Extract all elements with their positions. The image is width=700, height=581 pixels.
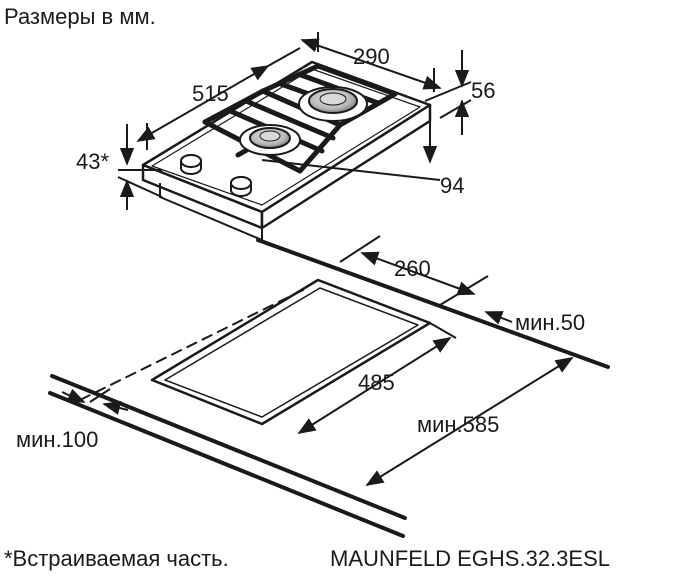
- dim-line-290: [300, 38, 442, 90]
- dim-label-260: 260: [394, 256, 431, 281]
- countertop-front-edge-top: [50, 374, 407, 520]
- dim-label-56: 56: [471, 78, 496, 103]
- dim-line-min100-left: [61, 388, 86, 403]
- dim-label-43: 43*: [76, 149, 110, 174]
- burner-rear: [298, 86, 368, 122]
- dim-label-min50: мин.50: [515, 310, 586, 335]
- hob-built-in-body: [159, 183, 263, 241]
- control-knob-left: [180, 154, 202, 175]
- dim-label-94: 94: [440, 173, 465, 198]
- countertop-back-edge: [256, 238, 610, 369]
- dim-label-515: 515: [192, 81, 229, 106]
- dim-label-290: 290: [353, 44, 390, 69]
- burner-front: [239, 124, 301, 156]
- dim-label-min100: мин.100: [16, 427, 99, 452]
- cutout-opening: [150, 278, 432, 426]
- footnote-built-in: *Встраиваемая часть.: [4, 546, 229, 571]
- cutout-dimension-lines: [61, 235, 574, 486]
- countertop-left-edge-dashed: [79, 289, 304, 401]
- dim-label-min585: мин.585: [417, 412, 500, 437]
- dim-line-min100-right: [102, 400, 129, 415]
- control-knob-right: [230, 176, 252, 197]
- dim-line-min50: [484, 311, 513, 325]
- model-name: MAUNFELD EGHS.32.3ESL: [330, 546, 610, 571]
- dim-label-485: 485: [358, 370, 395, 395]
- countertop: [48, 238, 610, 538]
- dim-line-min585: [365, 357, 574, 486]
- drawing-header-title: Размеры в мм.: [4, 4, 156, 29]
- dim-line-515: [136, 65, 270, 142]
- hob-dimension-lines: [117, 32, 472, 210]
- countertop-front-edge-bottom: [48, 391, 405, 538]
- dim-line-260: [360, 251, 476, 296]
